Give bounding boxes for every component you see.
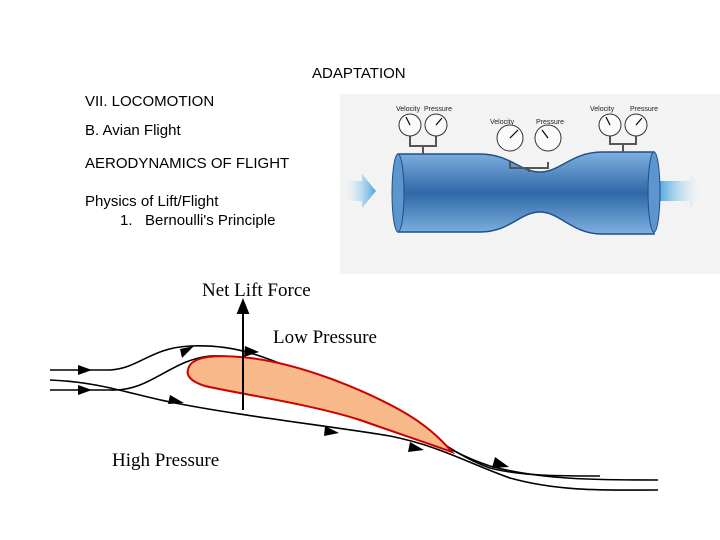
pressure-label: Pressure bbox=[424, 106, 452, 113]
streamline-lower bbox=[49, 379, 659, 491]
lift-label: Net Lift Force bbox=[202, 280, 311, 301]
airfoil-shape bbox=[186, 355, 456, 455]
bernoulli-list-item: 1. Bernoulli's Principle bbox=[120, 212, 276, 229]
gauge-pipes bbox=[409, 134, 637, 172]
subsection-heading: B. Avian Flight bbox=[85, 122, 181, 139]
velocity-label: Velocity bbox=[590, 106, 615, 113]
pressure-label: Pressure bbox=[630, 106, 658, 113]
velocity-label: Velocity bbox=[490, 119, 515, 126]
section-heading: VII. LOCOMOTION bbox=[85, 93, 215, 110]
tube-outlet bbox=[647, 151, 661, 233]
tube-inlet bbox=[391, 153, 405, 233]
pressure-label: Pressure bbox=[536, 119, 564, 126]
gauge-set-inlet: Velocity Pressure bbox=[396, 106, 452, 137]
subtopic-heading: Physics of Lift/Flight bbox=[85, 193, 219, 210]
inflow-arrow bbox=[340, 174, 376, 208]
airfoil-lift-diagram: Net Lift Force Low Pressure High Pressur… bbox=[49, 280, 659, 491]
high-pressure-label: High Pressure bbox=[112, 450, 219, 471]
topic-heading: AERODYNAMICS OF FLIGHT bbox=[85, 155, 290, 172]
flow-arrows bbox=[78, 346, 509, 468]
slide-title: ADAPTATION bbox=[312, 65, 406, 82]
gauge-set-throat: Velocity Pressure bbox=[490, 119, 564, 152]
venturi-tube-diagram: Velocity Pressure Velocity Pressure Velo… bbox=[340, 94, 720, 274]
low-pressure-label: Low Pressure bbox=[273, 327, 377, 348]
gauge-set-outlet: Velocity Pressure bbox=[590, 106, 658, 137]
outflow-arrow bbox=[658, 174, 704, 208]
velocity-label: Velocity bbox=[396, 106, 421, 113]
